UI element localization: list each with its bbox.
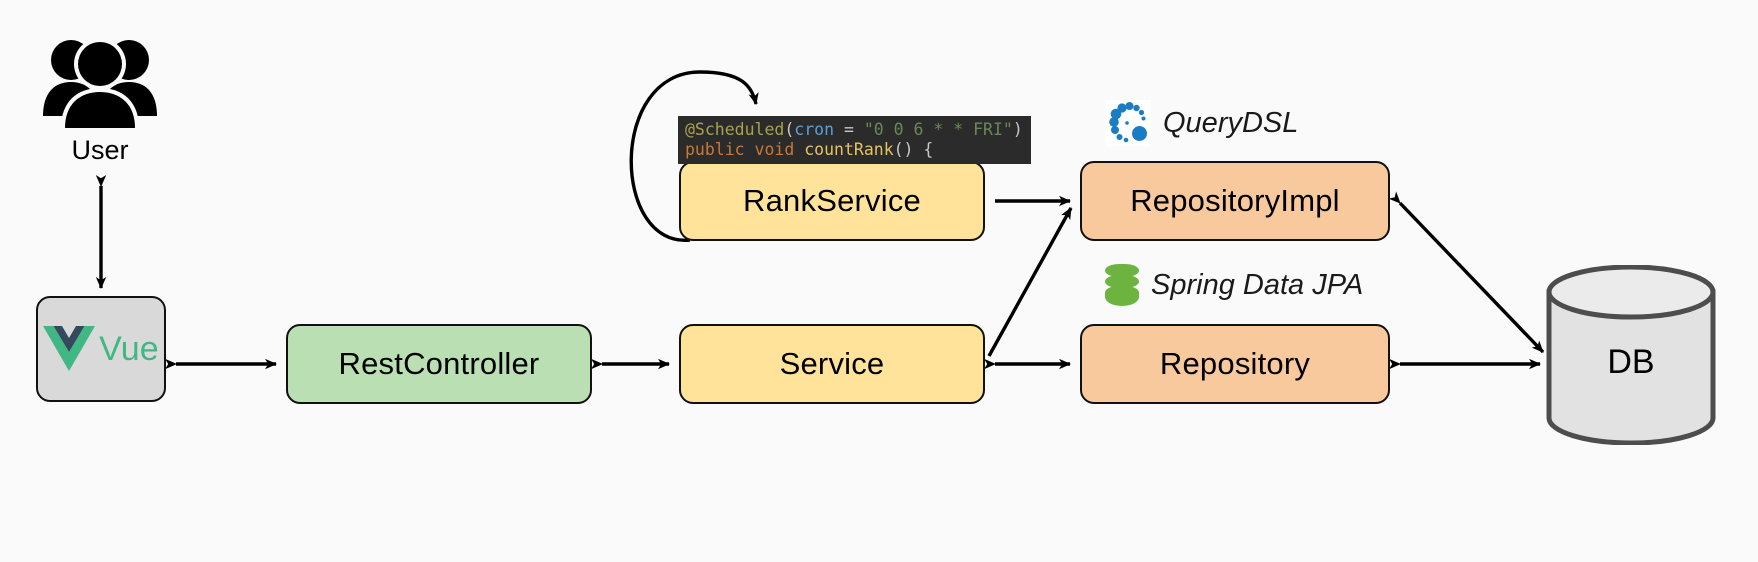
querydsl-logo-icon: [1105, 100, 1151, 146]
querydsl-label-text: QueryDSL: [1163, 106, 1299, 139]
scheduled-code-snippet: @Scheduled(cron = "0 0 6 * * FRI") publi…: [678, 116, 1031, 164]
spring-data-jpa-tech-label: Spring Data JPA: [1105, 264, 1363, 306]
code-paren-close: ): [1012, 120, 1023, 139]
code-method-tail: () {: [893, 140, 934, 159]
node-service-label: Service: [779, 346, 885, 381]
node-db[interactable]: DB: [1545, 264, 1717, 446]
jpa-label-text: Spring Data JPA: [1151, 268, 1364, 301]
node-repository-label: Repository: [1159, 346, 1311, 381]
node-rankservice[interactable]: RankService: [679, 161, 985, 241]
node-repository[interactable]: Repository: [1080, 324, 1390, 404]
node-repositoryimpl-label: RepositoryImpl: [1130, 183, 1340, 218]
code-cron-expression: "0 0 6 * * FRI": [863, 120, 1013, 139]
node-service[interactable]: Service: [679, 324, 985, 404]
code-method-name: countRank: [804, 140, 894, 159]
cylinder-icon: [1546, 264, 1716, 446]
code-annotation: @Scheduled: [685, 120, 785, 139]
edge-service-repositoryimpl: [987, 207, 1073, 357]
node-repositoryimpl[interactable]: RepositoryImpl: [1080, 161, 1390, 241]
code-paren-open: (: [784, 120, 795, 139]
code-param-cron: cron: [794, 120, 835, 139]
vue-label: Vue: [99, 330, 159, 368]
user-actor: User: [36, 30, 164, 164]
code-keywords: public void: [685, 140, 805, 159]
node-vue[interactable]: Vue: [36, 296, 166, 402]
code-equals: =: [834, 120, 864, 139]
user-label: User: [71, 135, 129, 165]
node-restcontroller-label: RestController: [338, 346, 540, 381]
db-label: DB: [1607, 343, 1655, 381]
node-rankservice-label: RankService: [743, 183, 921, 218]
node-restcontroller[interactable]: RestController: [286, 324, 592, 404]
edge-repositoryimpl-db: [1388, 191, 1545, 354]
spring-data-icon: [1105, 264, 1139, 306]
vue-logo-icon: [43, 326, 96, 371]
querydsl-tech-label: QueryDSL: [1105, 100, 1298, 146]
users-icon: [43, 38, 157, 128]
